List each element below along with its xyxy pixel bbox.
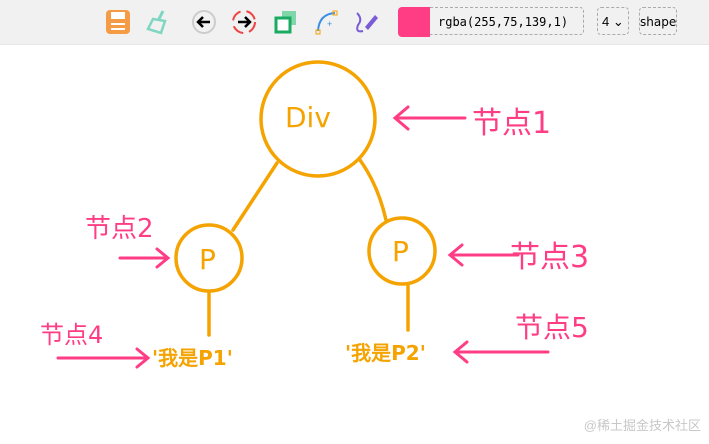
chevron-down-icon: ⌄ [612, 14, 624, 29]
line-width-select[interactable]: 4 ⌄ [597, 7, 629, 35]
note-node3: 节点3 [510, 240, 589, 275]
arrow-node4 [56, 347, 151, 369]
drawing-canvas[interactable]: Div P P '我是P1' '我是P2' 节点1 节点2 节点3 节点4 节点… [0, 45, 709, 444]
edge-root-child2 [358, 158, 388, 222]
toolbar: + rgba(255,75,139,1) 4 ⌄ shape [0, 0, 709, 45]
root-node-circle [259, 60, 377, 178]
save-icon[interactable] [104, 8, 132, 36]
redo-icon[interactable] [230, 8, 258, 36]
child1-label: P [199, 243, 216, 276]
line-width-value: 4 [602, 14, 610, 29]
child2-label: P [392, 235, 409, 268]
undo-icon[interactable] [190, 8, 218, 36]
color-swatch[interactable] [398, 7, 430, 37]
pen-icon[interactable] [352, 8, 380, 36]
arrow-node2 [118, 247, 171, 269]
note-node1: 节点1 [472, 106, 551, 141]
color-input[interactable]: rgba(255,75,139,1) [430, 7, 584, 35]
clear-icon[interactable] [144, 8, 172, 36]
edge-root-child1 [231, 161, 279, 232]
note-node2: 节点2 [85, 214, 154, 244]
watermark: @稀土掘金技术社区 [583, 418, 701, 433]
curve-icon[interactable]: + [312, 8, 340, 36]
arrow-node3 [447, 243, 520, 267]
root-label: Div [285, 101, 331, 134]
child2-circle [367, 216, 437, 286]
note-node4: 节点4 [40, 321, 103, 349]
svg-text:+: + [327, 19, 332, 29]
arrow-node1 [392, 105, 467, 131]
text-node-2: '我是P2' [345, 341, 426, 365]
mode-select[interactable]: shape [639, 7, 677, 35]
copy-icon[interactable] [272, 8, 300, 36]
note-node5: 节点5 [515, 311, 589, 344]
text-node-1: '我是P1' [152, 346, 233, 370]
arrow-node5 [452, 340, 550, 364]
